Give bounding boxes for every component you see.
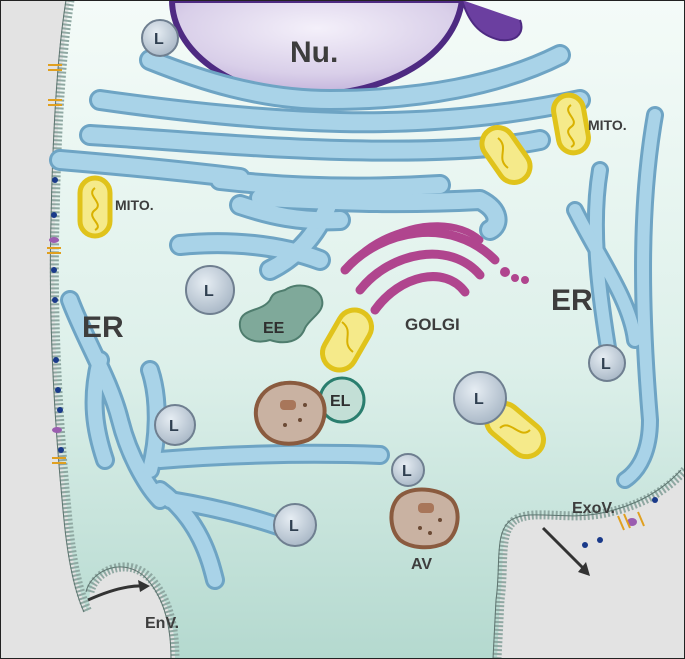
autophagic-vacuole-upper — [253, 380, 327, 446]
golgi-apparatus — [340, 222, 529, 315]
exocytosis-arrow — [541, 526, 590, 576]
er-network-right — [566, 106, 664, 489]
lysosome-labels: L L L L L L L — [154, 31, 611, 535]
er-left-label: ER — [82, 311, 124, 344]
golgi-label: GOLGI — [405, 315, 460, 334]
plasma-membrane — [49, 0, 685, 659]
mitochondrion-right-top — [551, 92, 591, 156]
early-endosome-label: EE — [263, 320, 285, 337]
membrane-outer-edge — [49, 0, 682, 659]
nucleus-label: Nu. — [290, 36, 338, 69]
mito-right-label: MITO. — [588, 117, 627, 133]
endocytosis-arrow — [87, 580, 150, 602]
endocytic-vesicle-label: EnV. — [145, 615, 179, 632]
mito-left-label: MITO. — [115, 197, 154, 213]
lysosome-label: L — [289, 518, 299, 535]
er-right-label: ER — [551, 284, 593, 317]
autophagic-vacuole-label: AV — [411, 556, 432, 573]
autophagic-vacuole-lower — [389, 487, 460, 550]
lysosome-label: L — [169, 418, 179, 435]
lysosomes — [141, 19, 626, 547]
endolysosome-label: EL — [330, 393, 351, 410]
mitochondrion-left — [77, 175, 113, 239]
mitochondrion-right-middle — [479, 125, 533, 185]
lysosome-label: L — [402, 463, 412, 480]
lysosome-label: L — [474, 391, 484, 408]
early-endosome — [238, 284, 324, 344]
membrane-proteins — [47, 64, 658, 548]
lysosome-label: L — [204, 283, 214, 300]
mitochondrion-center — [320, 307, 374, 373]
exocytic-vesicle-label: ExoV. — [572, 500, 615, 517]
lysosome-label: L — [154, 31, 164, 48]
lysosome-label: L — [601, 356, 611, 373]
